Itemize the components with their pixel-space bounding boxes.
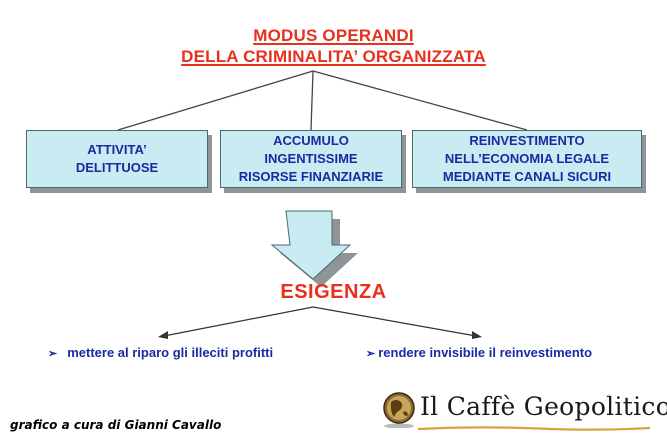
logo-underline — [418, 426, 650, 431]
logo-text: Il Caffè Geopolitico — [420, 392, 667, 421]
arrow-right-line — [312, 306, 477, 337]
bullet-arrow-icon: ➢ — [366, 348, 376, 360]
box-reinvestimento: REINVESTIMENTO NELL’ECONOMIA LEGALE MEDI… — [412, 130, 642, 188]
bullet-item-right: ➢rendere invisibile il reinvestimento — [366, 345, 592, 360]
credit-text: grafico a cura di Gianni Cavallo — [10, 418, 222, 432]
arrow-left-head — [158, 331, 168, 339]
box-accumulo-risorse: ACCUMULO INGENTISSIME RISORSE FINANZIARI… — [220, 130, 402, 188]
arrow-right-head — [472, 331, 482, 339]
title-line-1: MODUS OPERANDI — [253, 26, 414, 45]
globe-cup-icon — [383, 392, 415, 428]
arrow-left-line — [163, 306, 314, 337]
connector-line-center — [310, 70, 314, 131]
down-arrow — [270, 210, 352, 280]
bullet-text: rendere invisibile il reinvestimento — [378, 345, 593, 360]
title-line-2: DELLA CRIMINALITA’ ORGANIZZATA — [181, 47, 486, 66]
bullet-item-left: ➢ mettere al riparo gli illeciti profitti — [48, 345, 273, 360]
connector-line-left — [117, 70, 314, 131]
box-attivita-delittuose: ATTIVITA’ DELITTUOSE — [26, 130, 208, 188]
connector-line-right — [312, 70, 528, 131]
bullet-arrow-icon: ➢ — [48, 348, 58, 360]
esigenza-label: ESIGENZA — [280, 281, 387, 303]
bullet-text: mettere al riparo gli illeciti profitti — [67, 345, 274, 360]
logo: Il Caffè Geopolitico — [382, 386, 667, 440]
